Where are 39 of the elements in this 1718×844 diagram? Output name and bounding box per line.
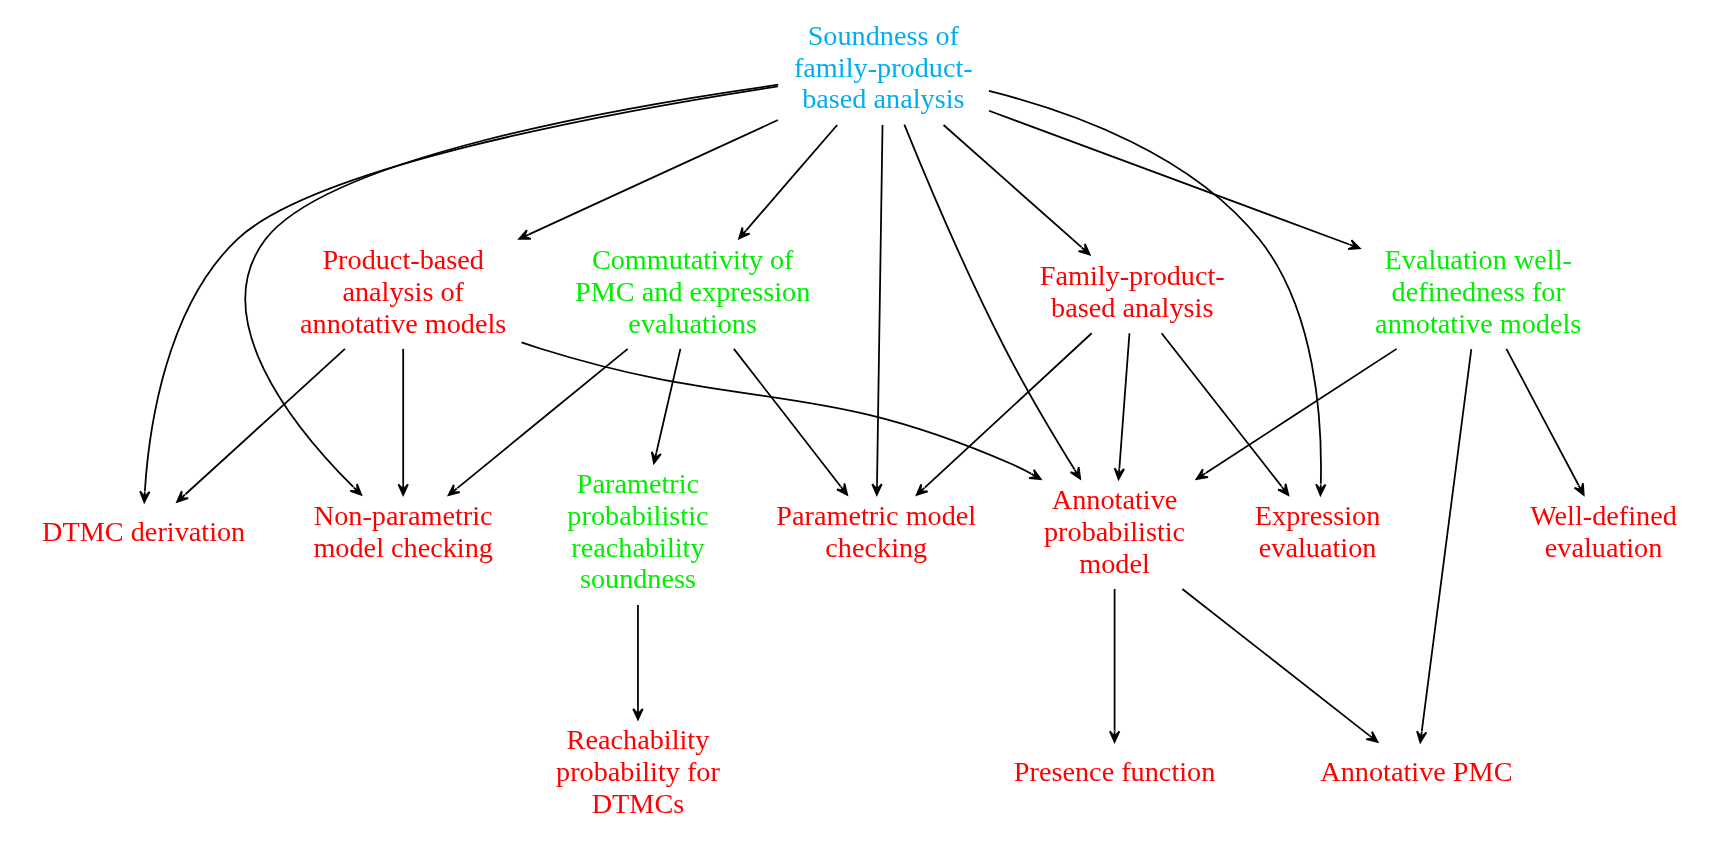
node-text: Annotative probabilistic model	[1043, 484, 1185, 579]
node-text: Well-defined evaluation	[1529, 499, 1677, 563]
node-text: Product-based analysis of annotative models	[299, 243, 506, 339]
arrow	[902, 123, 1081, 480]
arrow	[1415, 348, 1472, 744]
arrow	[517, 119, 779, 240]
arrow	[175, 348, 346, 503]
arrow	[1160, 332, 1289, 496]
arrow	[942, 124, 1091, 256]
arrow	[915, 332, 1093, 496]
arrow	[397, 348, 409, 496]
arrow	[244, 83, 779, 496]
arrow	[987, 90, 1326, 496]
node-text: Parametric model checking	[775, 499, 976, 563]
arrow	[737, 124, 838, 240]
arrow	[447, 348, 629, 497]
node-text: Non-parametric model checking	[312, 499, 493, 563]
node-text: Family-product-based analysis	[1039, 259, 1225, 323]
node-text: Parametric probabilistic reachability soundness	[566, 468, 709, 595]
arrow	[1504, 348, 1585, 496]
arrow	[732, 348, 848, 496]
arrow	[1195, 348, 1397, 480]
node-text: Annotative PMC	[1319, 755, 1513, 787]
node-text: Evaluation well-definedness for annotative models	[1374, 243, 1581, 339]
node-text: Reachability probability for DTMCs	[555, 724, 720, 819]
arrow	[1113, 332, 1130, 481]
node-text: DTMC derivation	[41, 515, 245, 547]
arrow	[138, 85, 779, 503]
arrow	[987, 109, 1361, 250]
node-text: Commutativity of PMC and expression evaluations	[574, 243, 810, 339]
node-text: Presence function	[1013, 755, 1215, 787]
arrow	[520, 341, 1042, 480]
arrow	[631, 604, 644, 721]
node-text: Soundness of family-product-based analysis	[793, 19, 973, 115]
arrow	[870, 124, 883, 496]
arrow	[1180, 588, 1378, 743]
arrow	[650, 348, 681, 465]
node-text: Expression evaluation	[1254, 499, 1380, 563]
arrow	[1108, 588, 1120, 743]
